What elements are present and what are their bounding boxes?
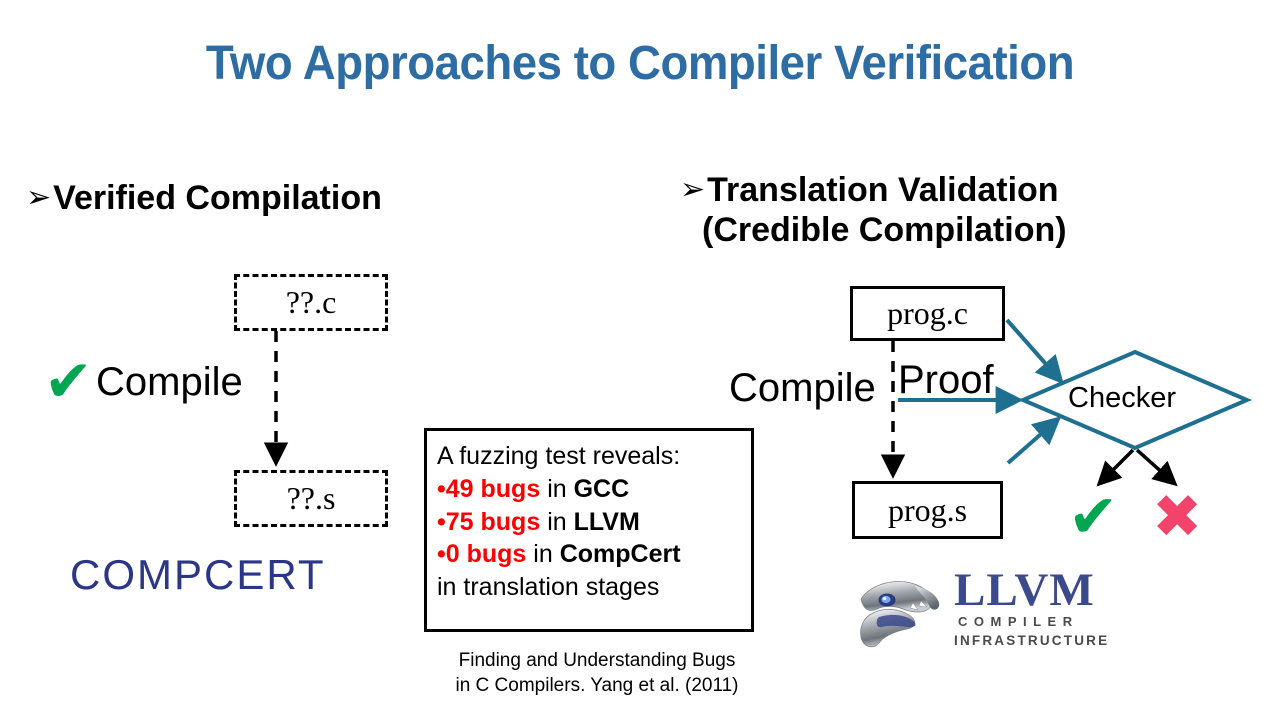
fuzz-middle-0: in	[540, 474, 574, 503]
checker-to-fail-arrow	[1135, 448, 1178, 487]
verified-check-icon: ✔	[44, 347, 93, 415]
right-target-file-label: prog.s	[887, 491, 968, 528]
left-target-file-box: ??.s	[234, 470, 388, 527]
citation-caption: Finding and Understanding Bugs in C Comp…	[412, 649, 782, 698]
right-target-file-box: prog.s	[852, 481, 1003, 539]
proof-label: Proof	[898, 358, 994, 402]
result-fail-cross-icon: ✖	[1152, 482, 1203, 552]
right-compile-label: Compile	[729, 366, 876, 410]
left-source-file-box: ??.c	[234, 274, 388, 331]
llvm-subtitle-infrastructure: INFRASTRUCTURE	[954, 633, 1110, 648]
left-compile-label: Compile	[96, 360, 243, 404]
bullet-dot-icon: •	[437, 507, 446, 536]
target-to-checker-arrow	[1006, 416, 1062, 465]
fuzz-item-row: •0 bugs in CompCert	[437, 538, 751, 571]
llvm-subtitle-compiler: COMPILER	[958, 614, 1079, 629]
llvm-wordmark-text: LLVM	[954, 564, 1095, 616]
fuzz-item-row: •75 bugs in LLVM	[437, 506, 751, 539]
right-section-heading: ➢Translation Validation(Credible Compila…	[680, 170, 1067, 250]
fuzz-count-2: 0 bugs	[445, 540, 527, 569]
fuzz-middle-2: in	[526, 540, 560, 569]
bullet-arrow-icon: ➢	[680, 172, 706, 207]
left-section-heading: ➢Verified Compilation	[26, 178, 382, 218]
fuzzing-results-box: A fuzzing test reveals: •49 bugs in GCC …	[424, 428, 754, 632]
left-target-file-label: ??.s	[286, 480, 336, 516]
fuzz-target-2: CompCert	[559, 540, 681, 569]
bullet-dot-icon: •	[437, 474, 446, 503]
llvm-logo: LLVM COMPILER INFRASTRUCTURE	[855, 565, 1107, 663]
fuzz-intro-line: A fuzzing test reveals:	[437, 442, 681, 470]
left-source-file-label: ??.c	[285, 284, 337, 320]
result-pass-check-icon: ✔	[1068, 482, 1119, 552]
bullet-arrow-icon: ➢	[26, 180, 52, 215]
fuzz-target-1: LLVM	[573, 507, 640, 536]
right-section-heading-line2: (Credible Compilation)	[702, 211, 1067, 250]
llvm-dragon-icon	[860, 581, 940, 648]
right-section-heading-line1: Translation Validation	[707, 171, 1059, 209]
checker-label: Checker	[1068, 382, 1176, 414]
fuzz-count-0: 49 bugs	[445, 474, 541, 503]
citation-line2: in C Compilers. Yang et al. (2011)	[455, 674, 739, 696]
checker-to-pass-arrow	[1096, 448, 1135, 487]
page-title: Two Approaches to Compiler Verification	[205, 37, 1075, 90]
bullet-dot-icon: •	[437, 540, 446, 569]
citation-line1: Finding and Understanding Bugs	[458, 650, 736, 671]
fuzz-outro-line: in translation stages	[437, 573, 660, 601]
source-to-checker-arrow	[1005, 318, 1064, 385]
right-source-file-box: prog.c	[850, 286, 1005, 341]
fuzz-middle-1: in	[540, 507, 574, 536]
fuzz-item-row: •49 bugs in GCC	[437, 473, 751, 506]
left-section-heading-text: Verified Compilation	[53, 179, 382, 217]
compcert-logo: COMPCERT	[70, 551, 326, 598]
fuzz-count-1: 75 bugs	[445, 507, 541, 536]
right-source-file-label: prog.c	[887, 295, 968, 331]
fuzz-target-0: GCC	[573, 474, 630, 503]
